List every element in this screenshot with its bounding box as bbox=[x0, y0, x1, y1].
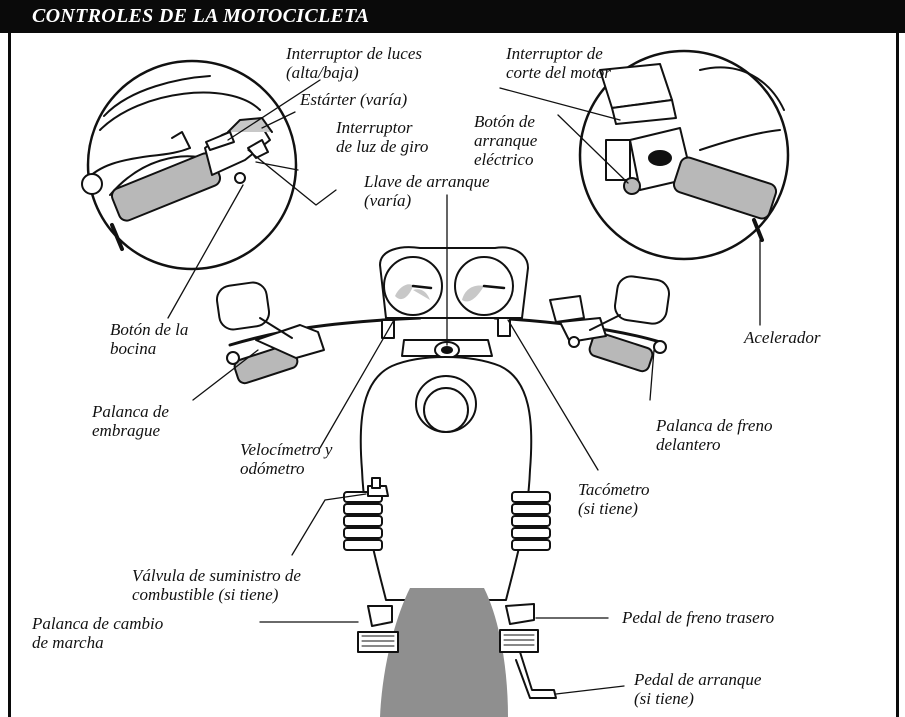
ignition-label: Llave de arranque (varía) bbox=[364, 172, 490, 210]
throttle-label: Acelerador bbox=[744, 328, 821, 347]
left-border bbox=[8, 33, 11, 717]
rear-brake-label: Pedal de freno trasero bbox=[622, 608, 775, 627]
turn-signal-label: Interruptor de luz de giro bbox=[336, 118, 429, 156]
light-switch-label: Interruptor de luces (alta/baja) bbox=[286, 44, 422, 82]
left-handlebar-inset bbox=[81, 59, 298, 271]
clutch-label: Palanca de embrague bbox=[92, 402, 169, 440]
fuel-valve-label: Válvula de suministro de combustible (si… bbox=[132, 566, 301, 604]
speedometer-label: Velocímetro y odómetro bbox=[240, 440, 333, 478]
right-border bbox=[896, 33, 899, 717]
shift-lever-label: Palanca de cambio de marcha bbox=[32, 614, 164, 652]
page-title: CONTROLES DE LA MOTOCICLETA bbox=[0, 0, 905, 33]
right-handlebar-inset bbox=[578, 49, 790, 261]
tachometer-label: Tacómetro (si tiene) bbox=[578, 480, 650, 518]
horn-label: Botón de la bocina bbox=[110, 320, 189, 358]
leader-lines bbox=[167, 79, 761, 695]
starter-button-label: Botón de arranque eléctrico bbox=[474, 112, 538, 169]
front-brake-label: Palanca de freno delantero bbox=[656, 416, 773, 454]
engine-stop-label: Interruptor de corte del motor bbox=[506, 44, 611, 82]
choke-label: Estárter (varía) bbox=[300, 90, 408, 109]
motorcycle-body bbox=[215, 246, 670, 717]
kick-starter-label: Pedal de arranque (si tiene) bbox=[634, 670, 762, 708]
